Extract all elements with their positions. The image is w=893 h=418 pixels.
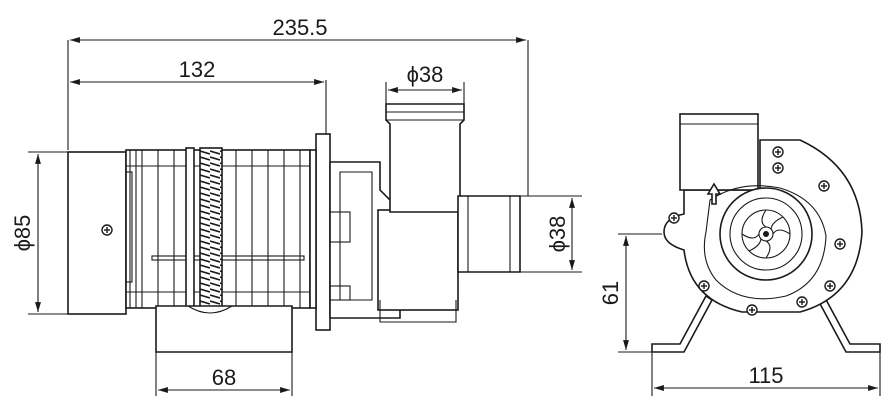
dim-inlet-diameter: ϕ38 — [520, 195, 582, 273]
motor-end-cap — [67, 151, 127, 315]
dim-outlet-diameter: ϕ38 — [385, 62, 465, 104]
bracket-right — [816, 294, 881, 353]
up-arrow-icon — [706, 182, 722, 205]
shaft-height-label: 61 — [598, 281, 623, 305]
clamp-band — [199, 147, 223, 317]
dim-foot-span: 115 — [651, 352, 881, 396]
side-view — [67, 103, 521, 353]
bracket-left — [651, 294, 714, 353]
overall-length-label: 235.5 — [272, 15, 327, 40]
outlet-diameter-label: ϕ38 — [407, 62, 444, 87]
end-view — [651, 113, 881, 353]
flange-plate — [315, 133, 331, 331]
outlet-pipe-end — [679, 113, 759, 191]
motor-diameter-label: ϕ85 — [10, 215, 35, 252]
dim-overall-length: 235.5 — [67, 15, 529, 196]
dim-motor-length: 132 — [70, 57, 327, 134]
foot-span-label: 115 — [748, 363, 783, 388]
cross-screw-icon — [101, 224, 113, 236]
motor-length-label: 132 — [179, 57, 216, 82]
dim-foot-width: 68 — [155, 352, 293, 396]
inlet-diameter-label: ϕ38 — [545, 216, 570, 253]
impeller-housing — [377, 209, 459, 311]
dim-motor-diameter: ϕ85 — [10, 151, 68, 315]
dim-shaft-height: 61 — [598, 233, 662, 353]
inlet-pipe — [457, 195, 521, 273]
mounting-foot — [155, 305, 293, 353]
foot-width-label: 68 — [212, 365, 236, 390]
